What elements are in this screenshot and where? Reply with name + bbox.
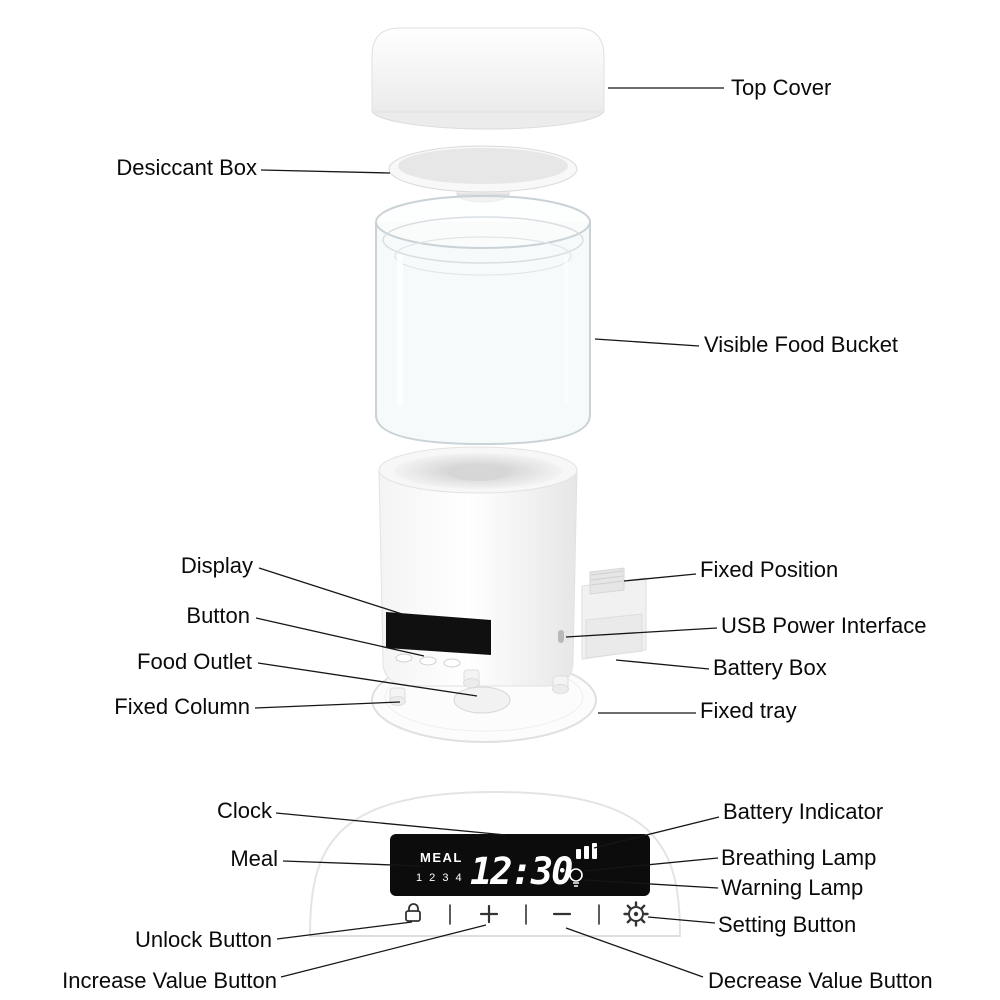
label-unlock-button: Unlock Button (135, 927, 272, 952)
food-outlet-hole (453, 686, 511, 714)
label-breathing-lamp: Breathing Lamp (721, 845, 877, 870)
callout-battery-indicator (593, 816, 720, 849)
food-bucket-part (375, 195, 591, 446)
device-button (419, 656, 437, 666)
device-display (386, 612, 491, 655)
gear-icon (623, 901, 649, 927)
callout-meal (282, 860, 422, 867)
label-food-outlet: Food Outlet (137, 649, 252, 674)
callout-setting-button (647, 916, 716, 924)
fixed-column-peg (463, 669, 480, 688)
label-visible-food-bucket: Visible Food Bucket (704, 332, 899, 357)
label-meal: Meal (230, 846, 278, 871)
callout-fixed-column (254, 701, 401, 709)
callout-breathing-lamp (583, 857, 719, 872)
label-desiccant-box: Desiccant Box (116, 155, 257, 180)
label-increase-value-button: Increase Value Button (62, 968, 277, 993)
label-top-cover: Top Cover (731, 75, 832, 100)
label-usb-power-interface: USB Power Interface (721, 613, 927, 638)
fixed-column-peg (389, 687, 406, 706)
label-clock: Clock (216, 798, 272, 823)
tray-details (389, 669, 569, 714)
label-button: Button (186, 603, 250, 628)
callout-battery-box (615, 659, 710, 670)
top-cover-part (371, 27, 605, 130)
label-fixed-tray: Fixed tray (700, 698, 797, 723)
label-battery-indicator: Battery Indicator (723, 799, 884, 824)
desiccant-box-part (388, 145, 578, 203)
label-decrease-value-button: Decrease Value Button (708, 968, 933, 993)
bulb-icon (569, 868, 583, 887)
battery-box-part (585, 613, 643, 659)
control-panel-closeup: MEAL 1 2 3 4 12:30 (308, 790, 682, 937)
device-button (395, 653, 413, 663)
fixed-column-peg (552, 675, 569, 694)
callout-food-outlet (257, 662, 478, 697)
label-fixed-column: Fixed Column (114, 694, 250, 719)
meal-label: MEAL (420, 850, 463, 865)
device-button (443, 658, 461, 668)
meal-slot-numbers: 1 2 3 4 (416, 872, 464, 884)
callout-lines (254, 87, 724, 978)
callout-display (258, 567, 403, 615)
callout-visible-food-bucket (594, 338, 700, 347)
callout-usb-power-interface (565, 627, 718, 638)
label-battery-box: Battery Box (713, 655, 827, 680)
callout-fixed-position (623, 573, 697, 582)
label-display: Display (180, 553, 253, 578)
usb-port (558, 630, 564, 643)
clock-time: 12:30 (470, 850, 572, 893)
callout-warning-lamp (583, 879, 719, 889)
callout-decrease-value-button (565, 927, 704, 978)
padlock-icon (405, 903, 421, 922)
plus-icon (479, 904, 499, 924)
callout-unlock-button (276, 921, 413, 940)
label-warning-lamp: Warning Lamp (721, 875, 864, 900)
callout-increase-value-button (280, 924, 487, 978)
callout-desiccant-box (260, 169, 391, 174)
callout-button (255, 617, 425, 657)
main-body-part (378, 446, 578, 687)
label-setting-button: Setting Button (718, 912, 857, 937)
bracket-part (581, 567, 647, 660)
callout-clock (275, 812, 507, 836)
label-fixed-position: Fixed Position (700, 557, 839, 582)
